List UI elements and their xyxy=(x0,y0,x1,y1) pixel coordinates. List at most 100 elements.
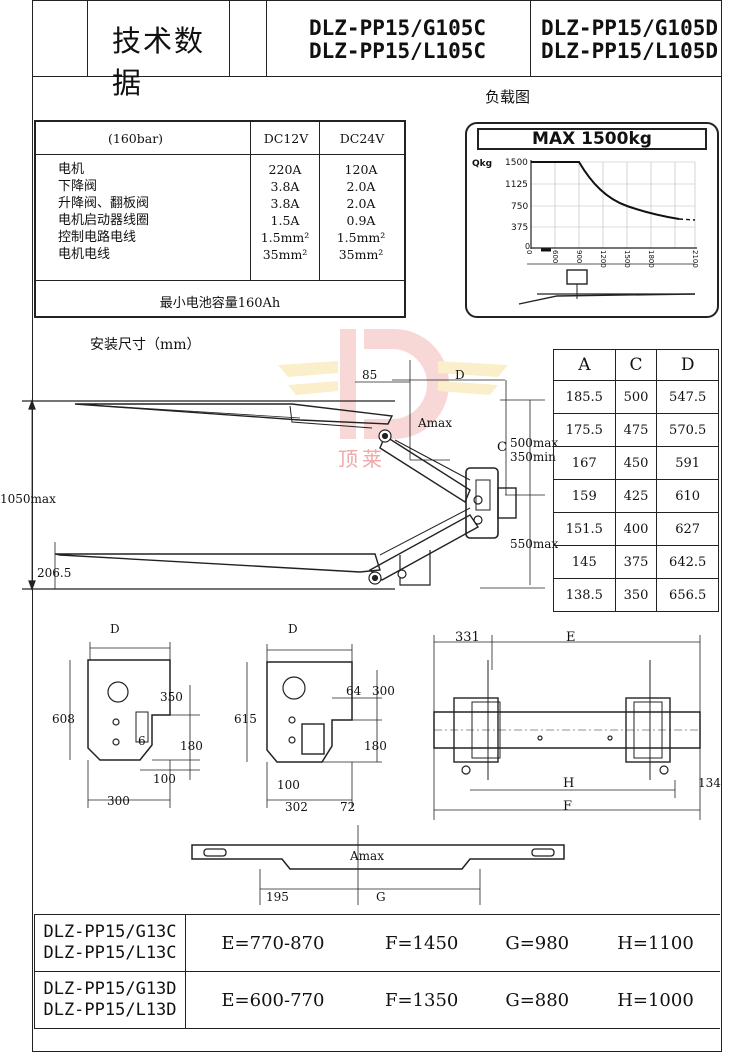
table-cell: 547.5 xyxy=(656,380,719,414)
table-cell: 175.5 xyxy=(553,413,616,447)
table-cell: 145 xyxy=(553,545,616,579)
col-D: D xyxy=(656,349,719,381)
dim-85: 85 xyxy=(362,368,378,382)
b1-100: 100 xyxy=(153,772,176,786)
spec-row-label: 电机电线 xyxy=(58,247,111,262)
table-cell: 138.5 xyxy=(553,578,616,612)
b2-300: 300 xyxy=(372,684,395,698)
plan-E: E xyxy=(566,630,576,645)
model-d-1: DLZ-PP15/G105D xyxy=(541,16,719,40)
header-blank-cell xyxy=(33,0,88,76)
header: 技术数据 DLZ-PP15/G105C DLZ-PP15/L105C DLZ-P… xyxy=(33,0,721,100)
value-g: G=880 xyxy=(483,971,591,1029)
b2-100: 100 xyxy=(277,778,300,792)
watermark-text: 顶莱 xyxy=(338,447,386,471)
battery-capacity: 最小电池容量160Ah xyxy=(159,296,281,311)
bar-195: 195 xyxy=(266,890,289,904)
model-c-1: DLZ-PP15/G105C xyxy=(309,16,487,40)
y-tick-375: 375 xyxy=(511,223,529,233)
table-cell: 570.5 xyxy=(656,413,719,447)
spec-row-dc24v: 2.0A xyxy=(346,179,376,194)
col-dc24v: DC24V xyxy=(339,131,385,146)
table-cell: 610 xyxy=(656,479,719,513)
page-title: 技术数据 xyxy=(112,24,206,100)
table-cell: 591 xyxy=(656,446,719,480)
table-cell: 167 xyxy=(553,446,616,480)
load-chart-panel: MAX 1500kg Qkg 1500 1125 750 375 0 0 600… xyxy=(465,122,719,318)
spec-row-dc24v: 35mm² xyxy=(338,247,384,262)
spec-row-dc12v: 35mm² xyxy=(262,247,308,262)
spec-row-dc12v: 3.8A xyxy=(270,179,300,194)
plan-view-drawing xyxy=(433,635,701,820)
spec-row-label: 控制电路电线 xyxy=(58,230,137,245)
table-cell: 350 xyxy=(614,578,658,612)
table-cell: 450 xyxy=(614,446,658,480)
dim-1050max: 1050max xyxy=(0,492,56,506)
b2-302: 302 xyxy=(285,800,308,814)
table-cell: 400 xyxy=(614,512,658,546)
spec-row-label: 电机启动器线圈 xyxy=(58,213,150,228)
table-cell: 425 xyxy=(614,479,658,513)
table-cell: 375 xyxy=(614,545,658,579)
b2-64: 64 xyxy=(346,684,362,698)
spec-row-dc24v: 0.9A xyxy=(346,213,376,228)
header-title-cell: 技术数据 xyxy=(88,0,230,100)
dim-350min: 350min xyxy=(510,450,556,464)
x-tick-0: 0 xyxy=(525,250,533,255)
y-tick-750: 750 xyxy=(511,202,529,212)
b2-72: 72 xyxy=(340,800,356,814)
spec-row-dc12v: 3.8A xyxy=(270,196,300,211)
value-h: H=1100 xyxy=(590,914,720,972)
col-dc12v: DC12V xyxy=(263,131,309,146)
y-tick-1125: 1125 xyxy=(505,180,528,190)
spec-row-label: 下降阀 xyxy=(58,179,98,194)
spec-row-label: 升降阀、翻板阀 xyxy=(58,196,150,211)
page-frame xyxy=(32,0,722,1052)
value-f: F=1350 xyxy=(359,971,484,1029)
x-tick-1500: 1500 xyxy=(623,250,631,268)
y-tick-0: 0 xyxy=(525,242,531,251)
plan-F: F xyxy=(563,799,573,814)
value-h: H=1000 xyxy=(590,971,720,1029)
spec-row-dc12v: 1.5A xyxy=(270,213,300,228)
spec-row-label: 电机 xyxy=(58,162,85,177)
dim-206-5: 206.5 xyxy=(37,566,72,580)
b2-615: 615 xyxy=(234,712,257,726)
model-name: DLZ-PP15/L13D xyxy=(43,1000,177,1020)
b1-6: 6 xyxy=(138,734,146,748)
model-name: DLZ-PP15/L13C xyxy=(43,943,177,963)
table-cell: 500 xyxy=(614,380,658,414)
b2-D: D xyxy=(288,622,298,636)
b1-608: 608 xyxy=(52,712,75,726)
header-models-c: DLZ-PP15/G105C DLZ-PP15/L105C xyxy=(267,0,531,76)
b1-300: 300 xyxy=(107,794,130,808)
crossbar-drawing xyxy=(191,825,565,905)
installation-drawing xyxy=(22,360,545,591)
spec-row-dc24v: 2.0A xyxy=(346,196,376,211)
plan-H: H xyxy=(563,776,575,791)
header-models-d: DLZ-PP15/G105D DLZ-PP15/L105D xyxy=(531,0,721,76)
bar-G: G xyxy=(376,890,386,904)
dim-500max: 500max xyxy=(510,436,559,450)
table-cell: 151.5 xyxy=(553,512,616,546)
dim-D-install: D xyxy=(455,368,465,382)
spec-row-dc24v: 120A xyxy=(344,162,378,177)
col-A: A xyxy=(553,349,616,381)
value-e: E=600-770 xyxy=(185,971,360,1029)
table-cell: 642.5 xyxy=(656,545,719,579)
model-c-2: DLZ-PP15/L105C xyxy=(309,39,487,63)
bar-amax: Amax xyxy=(350,849,384,863)
b1-D: D xyxy=(110,622,120,636)
b2-180: 180 xyxy=(364,739,387,753)
table-cell: 475 xyxy=(614,413,658,447)
install-title: 安装尺寸（mm） xyxy=(90,337,201,353)
bracket-2-drawing xyxy=(246,644,382,808)
